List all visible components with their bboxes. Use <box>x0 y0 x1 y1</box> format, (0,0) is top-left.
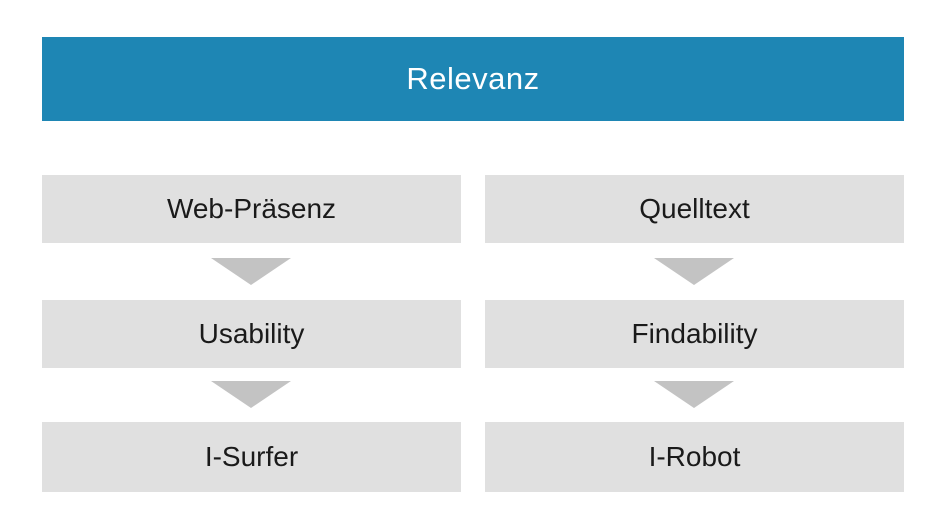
step-box-web-praesenz: Web-Präsenz <box>42 175 461 243</box>
step-box-findability: Findability <box>485 300 904 368</box>
down-arrow-icon <box>654 381 734 408</box>
step-box-i-surfer: I-Surfer <box>42 422 461 492</box>
step-box-usability: Usability <box>42 300 461 368</box>
step-box-i-robot: I-Robot <box>485 422 904 492</box>
down-arrow-icon <box>211 258 291 285</box>
step-box-quelltext: Quelltext <box>485 175 904 243</box>
down-arrow-icon <box>211 381 291 408</box>
down-arrow-icon <box>654 258 734 285</box>
header-banner-relevanz: Relevanz <box>42 37 904 121</box>
